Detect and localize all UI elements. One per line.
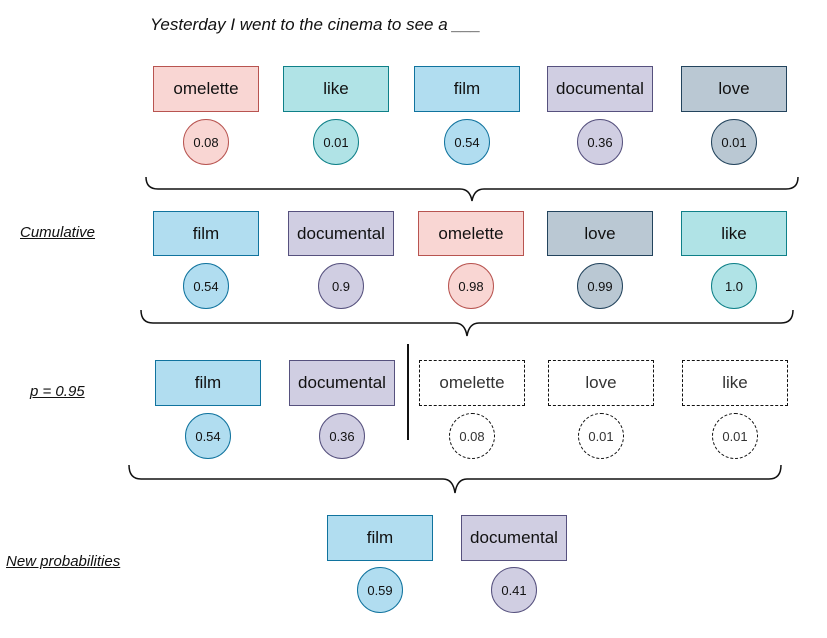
token-box-omelette: omelette xyxy=(153,66,259,112)
prob-circle-like: 0.01 xyxy=(313,119,359,165)
prob-circle-like: 0.01 xyxy=(712,413,758,459)
token-box-film: film xyxy=(327,515,433,561)
brace-3 xyxy=(128,464,782,494)
brace-1 xyxy=(145,176,799,202)
prompt-sentence: Yesterday I went to the cinema to see a … xyxy=(150,15,481,34)
prob-circle-documental: 0.36 xyxy=(577,119,623,165)
token-box-film: film xyxy=(155,360,261,406)
token-box-like: like xyxy=(681,211,787,256)
brace-2 xyxy=(140,309,794,337)
token-box-love: love xyxy=(548,360,654,406)
token-box-love: love xyxy=(547,211,653,256)
prob-circle-love: 0.01 xyxy=(711,119,757,165)
token-box-like: like xyxy=(283,66,389,112)
prob-circle-love: 0.01 xyxy=(578,413,624,459)
token-box-omelette: omelette xyxy=(419,360,525,406)
label-cumulative: Cumulative xyxy=(20,224,96,241)
label-p-threshold: p = 0.95 xyxy=(30,383,85,400)
prob-circle-omelette: 0.08 xyxy=(183,119,229,165)
prob-circle-omelette: 0.08 xyxy=(449,413,495,459)
token-box-documental: documental xyxy=(289,360,395,406)
prob-circle-like: 1.0 xyxy=(711,263,757,309)
prob-circle-documental: 0.36 xyxy=(319,413,365,459)
label-new-probabilities: New probabilities xyxy=(6,553,121,570)
token-box-documental: documental xyxy=(288,211,394,256)
token-box-omelette: omelette xyxy=(418,211,524,256)
token-box-film: film xyxy=(414,66,520,112)
token-box-film: film xyxy=(153,211,259,256)
prob-circle-film: 0.54 xyxy=(444,119,490,165)
prob-circle-love: 0.99 xyxy=(577,263,623,309)
token-box-like: like xyxy=(682,360,788,406)
token-box-love: love xyxy=(681,66,787,112)
token-box-documental: documental xyxy=(547,66,653,112)
prob-circle-film: 0.59 xyxy=(357,567,403,613)
prob-circle-film: 0.54 xyxy=(185,413,231,459)
prob-circle-film: 0.54 xyxy=(183,263,229,309)
token-box-documental: documental xyxy=(461,515,567,561)
prob-circle-documental: 0.41 xyxy=(491,567,537,613)
prob-circle-documental: 0.9 xyxy=(318,263,364,309)
prob-circle-omelette: 0.98 xyxy=(448,263,494,309)
